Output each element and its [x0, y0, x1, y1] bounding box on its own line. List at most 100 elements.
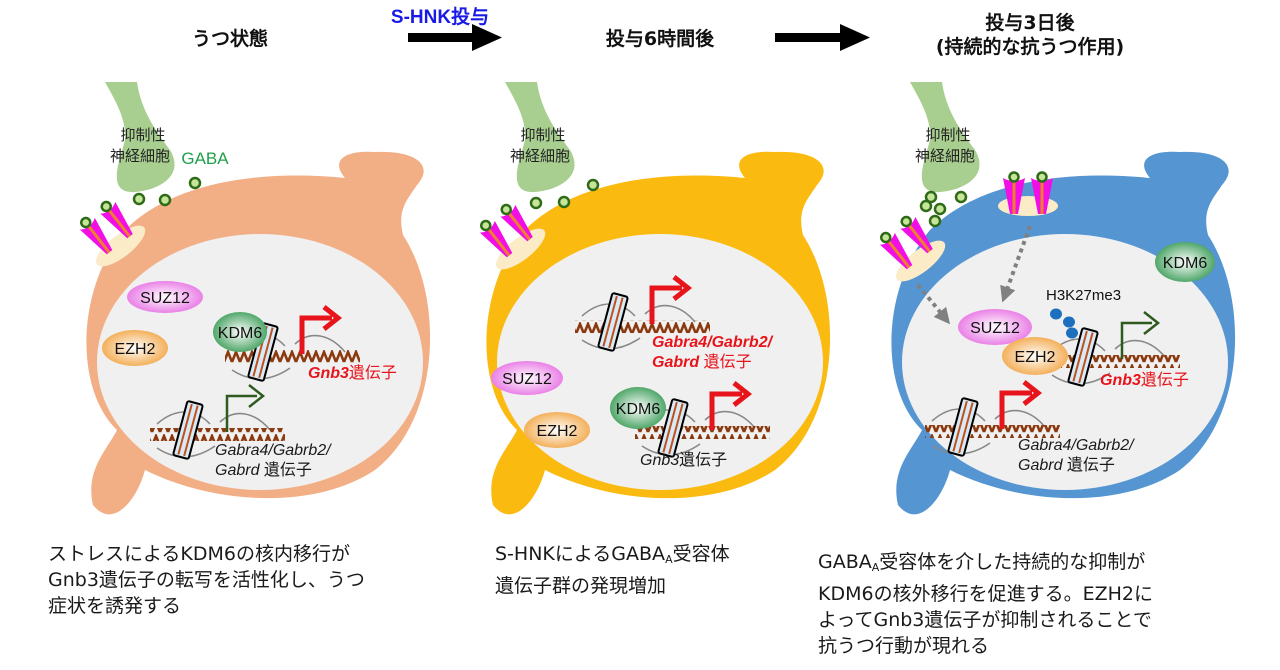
transition-label-shnk: S-HNK投与 — [391, 5, 489, 28]
caption-subscript: A — [871, 561, 880, 574]
methyl-mark — [1050, 308, 1062, 320]
neuron-label: 神経細胞 — [915, 148, 975, 165]
arrow-head-icon — [672, 275, 693, 301]
caption-6h: S-HNKによるGABAA受容体 遺伝子群の発現増加 — [495, 541, 795, 599]
dna-helix — [150, 428, 285, 441]
histone-stripe — [662, 401, 678, 453]
transition-arrow-2 — [775, 24, 870, 51]
receptor-channel — [506, 210, 531, 241]
gaba-molecule — [557, 195, 571, 209]
gaba-molecule — [188, 176, 202, 190]
receptor-channel — [1012, 178, 1016, 214]
arrow-head-icon — [732, 381, 753, 407]
ezh2-label: EZH2 — [115, 341, 156, 358]
histone-stripe — [608, 297, 624, 349]
gaba-molecule — [586, 178, 600, 192]
kdm6-label: KDM6 — [218, 325, 263, 342]
transcription-start-arrow — [1120, 321, 1152, 359]
receptor-channel — [906, 222, 931, 253]
gaba-a-receptor-pair — [479, 203, 546, 270]
caption-line: Gnb3遺伝子の転写を活性化し、うつ — [48, 569, 365, 591]
kdm6-protein — [1155, 242, 1215, 282]
neuron-label: 神経細胞 — [510, 148, 570, 165]
ezh2-protein — [102, 330, 168, 366]
gaba-a-receptor-pair — [998, 171, 1058, 216]
bound-gaba — [1036, 171, 1048, 183]
gene-label: Gnb3遺伝子 — [1100, 371, 1189, 389]
dna-helix — [635, 426, 770, 439]
ezh2-protein — [524, 412, 590, 448]
kdm6-label: KDM6 — [616, 401, 661, 418]
signal-dotted-arrow — [916, 283, 951, 325]
arrow-head-icon — [248, 384, 266, 408]
receptor-channel — [485, 226, 511, 257]
gaba-a-receptor-pair — [879, 215, 946, 282]
histone-stripe — [958, 402, 974, 454]
bound-gaba — [1008, 171, 1020, 183]
ezh2-label: EZH2 — [1015, 349, 1056, 366]
dna-helix — [575, 320, 710, 333]
caption-line: よってGnb3遺伝子が抑制されることで — [818, 609, 1152, 631]
histone-stripe — [1078, 332, 1094, 384]
arrow-head-icon — [1143, 311, 1161, 335]
membrane-patch — [896, 240, 946, 282]
histone-stripe — [952, 400, 968, 452]
neuron-label: 抑制性 — [925, 127, 970, 144]
caption-text: GABA — [818, 551, 872, 573]
histone-stripe — [1072, 330, 1088, 382]
gaba-molecule — [158, 193, 172, 207]
arrow-head-icon — [1022, 380, 1043, 406]
membrane-patch — [496, 228, 546, 270]
receptor-channel — [85, 223, 111, 254]
ezh2-label: EZH2 — [537, 423, 578, 440]
neuron-label: 抑制性 — [520, 127, 565, 144]
caption-subscript: A — [665, 553, 673, 566]
membrane-patch — [96, 225, 146, 267]
gaba-molecule — [933, 202, 947, 216]
bound-gaba — [500, 203, 512, 216]
caption-text: 受容体を介した持続的な抑制が — [879, 551, 1146, 573]
gene-label: Gabrd 遺伝子 — [652, 353, 752, 371]
gaba-molecule — [529, 196, 543, 210]
h3k27me3-label: H3K27me3 — [1046, 287, 1121, 304]
stage-title-3d-line1: 投与3日後 — [985, 12, 1075, 34]
bound-gaba — [479, 219, 492, 232]
kdm6-label: KDM6 — [1163, 255, 1208, 272]
histone-stripe — [258, 327, 274, 379]
suz12-label: SUZ12 — [502, 371, 552, 388]
kdm6-protein — [610, 387, 666, 429]
methyl-mark — [1063, 316, 1075, 328]
bound-gaba — [879, 231, 892, 244]
gene-label: Gnb3遺伝子 — [640, 451, 727, 469]
inhibitory-neuron — [105, 82, 175, 193]
methyl-mark — [1066, 327, 1078, 339]
gaba-molecule — [919, 199, 933, 213]
caption-line: GABAA受容体を介した持続的な抑制が — [818, 549, 1258, 581]
stage-title-3d-line2: (持続的な抗うつ作用) — [935, 36, 1125, 58]
kdm6-protein — [213, 312, 267, 352]
gaba-molecule — [954, 190, 968, 204]
membrane-patch — [998, 196, 1058, 216]
suz12-protein — [958, 309, 1032, 345]
inhibitory-neuron — [910, 82, 980, 193]
inhibitory-neuron — [505, 82, 575, 193]
gene-label: Gabra4/Gabrb2/ — [1018, 437, 1135, 454]
ezh2-protein — [1002, 337, 1068, 375]
bound-gaba — [100, 200, 112, 213]
transcription-start-arrow — [225, 394, 257, 432]
stage-title-3d: 投与3日後 (持続的な抗うつ作用) — [900, 11, 1160, 59]
transcription-start-arrow — [709, 391, 742, 430]
stage-title-6h: 投与6時間後 — [605, 28, 715, 50]
suz12-label: SUZ12 — [970, 320, 1020, 337]
bound-gaba — [900, 215, 912, 228]
caption-text: S-HNKによるGABA — [495, 543, 666, 565]
caption-text: 受容体 — [672, 543, 730, 565]
neuron-label: 神経細胞 — [110, 148, 170, 165]
suz12-protein — [491, 361, 563, 395]
caption-line: KDM6の核外移行を促進する。EZH2に — [818, 583, 1153, 605]
transcription-start-arrow — [299, 315, 332, 354]
